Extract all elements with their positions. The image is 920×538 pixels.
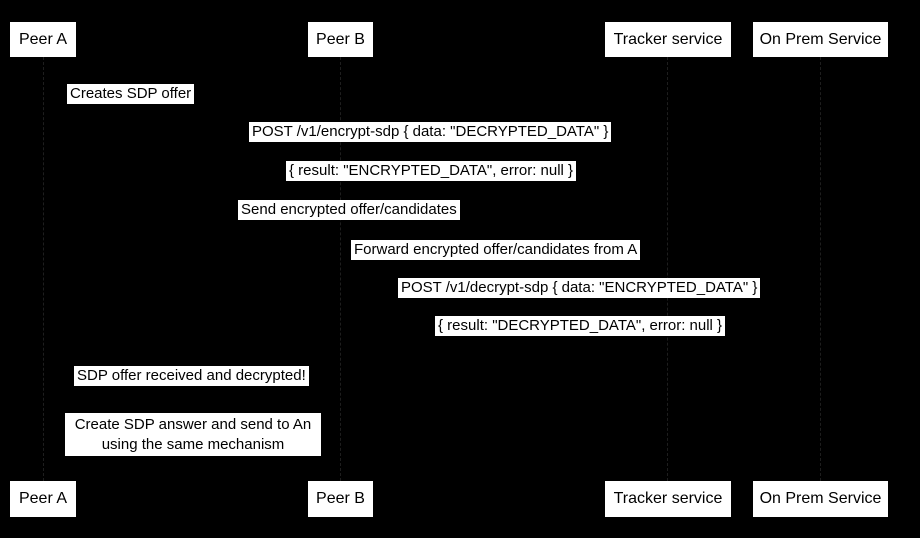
actor-peer-a-bottom: Peer A: [10, 481, 76, 517]
message-creates-sdp-offer: Creates SDP offer: [67, 84, 195, 104]
actor-tracker-service-bottom: Tracker service: [605, 481, 731, 517]
message-post-decrypt-sdp: POST /v1/decrypt-sdp { data: "ENCRYPTED_…: [398, 278, 761, 298]
note-line-1: Create SDP answer and send to An: [74, 416, 312, 433]
lifeline-peer-a: [43, 57, 44, 481]
actor-on-prem-service-bottom: On Prem Service: [753, 481, 888, 517]
message-forward-encrypted-offer: Forward encrypted offer/candidates from …: [351, 240, 641, 260]
actor-on-prem-service-top: On Prem Service: [753, 22, 888, 57]
actor-tracker-service-top: Tracker service: [605, 22, 731, 57]
message-send-encrypted-offer: Send encrypted offer/candidates: [238, 200, 460, 220]
actor-peer-b-bottom: Peer B: [308, 481, 373, 517]
note-create-sdp-answer: Create SDP answer and send to An using t…: [65, 413, 321, 456]
actor-peer-b-top: Peer B: [308, 22, 373, 57]
message-decrypt-result: { result: "DECRYPTED_DATA", error: null …: [435, 316, 726, 336]
lifeline-on-prem-service: [820, 57, 821, 481]
lifeline-peer-b: [340, 57, 341, 481]
message-sdp-offer-received: SDP offer received and decrypted!: [74, 366, 309, 386]
lifeline-tracker-service: [667, 57, 668, 481]
note-line-2: using the same mechanism: [101, 436, 285, 453]
actor-peer-a-top: Peer A: [10, 22, 76, 57]
message-encrypt-result: { result: "ENCRYPTED_DATA", error: null …: [286, 161, 577, 181]
message-post-encrypt-sdp: POST /v1/encrypt-sdp { data: "DECRYPTED_…: [249, 122, 612, 142]
